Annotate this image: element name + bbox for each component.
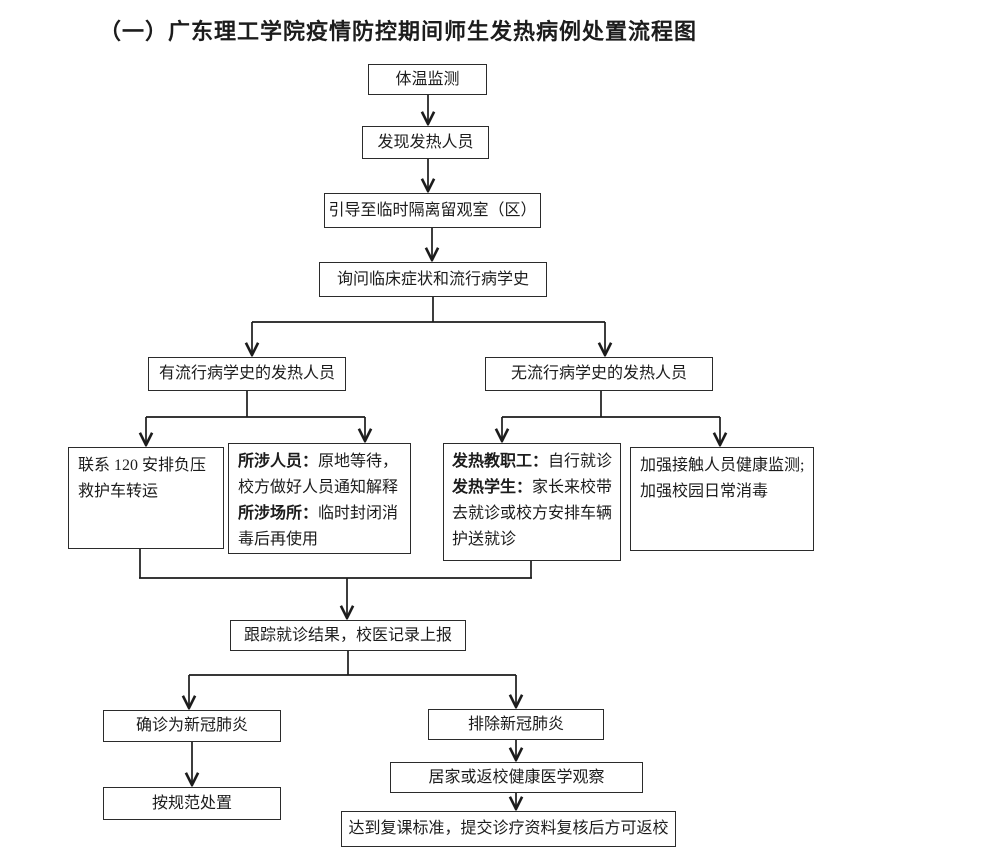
fever-student-text: 家长来校带去就诊或校方安排车辆护送就诊: [452, 479, 613, 548]
fever-student-label: 发热学生：: [452, 479, 533, 496]
node-track-results-report: 跟踪就诊结果，校医记录上报: [230, 620, 466, 651]
node-involved-people-places: 所涉人员：原地等待，校方做好人员通知解释 所涉场所：临时封闭消毒后再使用: [228, 443, 411, 554]
strengthen-line-1: 加强接触人员健康监测;: [640, 457, 805, 474]
node-confirmed-covid: 确诊为新冠肺炎: [103, 710, 281, 742]
call-120-line-1: 联系 120 安排负压: [78, 457, 207, 474]
node-return-after-review: 达到复课标准，提交诊疗资料复核后方可返校: [341, 811, 676, 847]
involved-places-text: 临时封闭消毒后再使用: [238, 505, 399, 548]
fever-staff-text: 自行就诊: [548, 453, 613, 470]
involved-people-text: 原地等待，校方做好人员通知解释: [238, 453, 399, 496]
node-with-epidemiological-history: 有流行病学史的发热人员: [148, 357, 346, 391]
fever-student: 发热学生：家长来校带去就诊或校方安排车辆护送就诊: [452, 475, 616, 553]
page-title: （一）广东理工学院疫情防控期间师生发热病例处置流程图: [99, 19, 698, 44]
node-strengthen-monitoring-disinfection: 加强接触人员健康监测; 加强校园日常消毒: [630, 447, 814, 551]
strengthen-line-2: 加强校园日常消毒: [640, 483, 769, 500]
node-found-fever-person: 发现发热人员: [362, 126, 489, 159]
node-temperature-monitoring: 体温监测: [368, 64, 487, 95]
involved-places: 所涉场所：临时封闭消毒后再使用: [238, 501, 406, 553]
involved-people: 所涉人员：原地等待，校方做好人员通知解释: [238, 449, 406, 501]
node-call-120-transfer: 联系 120 安排负压 救护车转运: [68, 447, 224, 549]
node-guide-to-isolation-room: 引导至临时隔离留观室（区）: [324, 193, 541, 228]
fever-staff: 发热教职工：自行就诊: [452, 449, 616, 475]
involved-places-label: 所涉场所：: [238, 505, 319, 522]
node-ask-symptoms-history: 询问临床症状和流行病学史: [319, 262, 547, 297]
node-home-or-school-observation: 居家或返校健康医学观察: [390, 762, 643, 793]
node-excluded-covid: 排除新冠肺炎: [428, 709, 604, 740]
node-handle-per-standard: 按规范处置: [103, 787, 281, 820]
involved-people-label: 所涉人员：: [238, 453, 319, 470]
call-120-line-2: 救护车转运: [78, 483, 159, 500]
node-without-epidemiological-history: 无流行病学史的发热人员: [485, 357, 713, 391]
fever-staff-label: 发热教职工：: [452, 453, 549, 470]
node-fever-staff-student-treatment: 发热教职工：自行就诊 发热学生：家长来校带去就诊或校方安排车辆护送就诊: [443, 443, 621, 561]
